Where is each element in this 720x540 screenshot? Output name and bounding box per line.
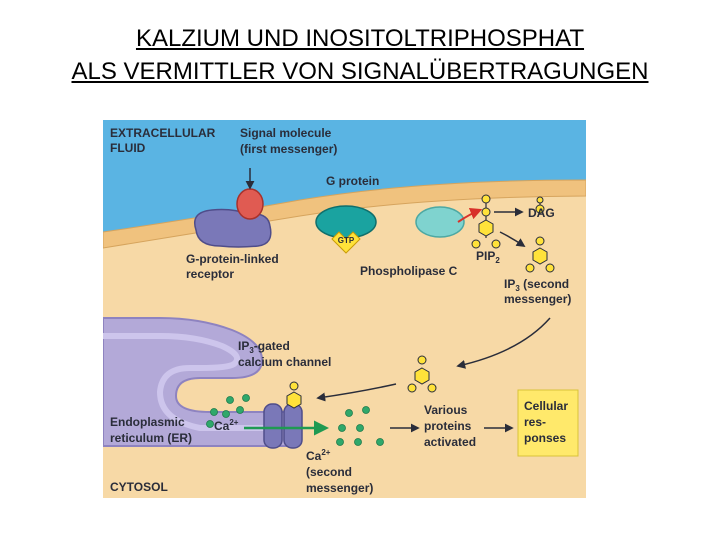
extracellular-region [103, 120, 586, 232]
ip3-diffuse-arrow [456, 317, 551, 369]
title-line-1: KALZIUM UND INOSITOLTRIPHOSPHAT [135, 25, 585, 52]
title-line-2: ALS VERMITTLER VON SIGNALÜBERTRAGUNGEN [71, 58, 649, 85]
cellular-label-1: Cellular [524, 399, 568, 413]
extracellular-label-2: FLUID [110, 141, 146, 155]
various-label-1: Various [424, 403, 468, 417]
signal-label-2: (first messenger) [240, 142, 337, 156]
ip3-bind-arrow [316, 383, 397, 402]
cellular-label-2: res- [524, 415, 546, 429]
ca-ions-er [206, 394, 250, 428]
ip3-molecule-2 [407, 355, 437, 393]
gtp-badge [331, 231, 361, 254]
cellular-label-3: ponses [524, 431, 566, 445]
various-label-2: proteins [424, 419, 472, 433]
phospholipase-label: Phospholipase C [360, 264, 458, 278]
pip2-label: PIP2 [476, 249, 500, 265]
ip3-label-1: IP3 (second [504, 277, 569, 293]
gtp-label: GTP [338, 236, 355, 245]
endoplasmic-reticulum [103, 317, 291, 447]
ca-label-3: messenger) [306, 481, 373, 495]
receptor-label-2: receptor [186, 267, 234, 281]
g-protein-shape [315, 205, 377, 239]
signal-molecule [236, 188, 264, 220]
gated-label-1: IP3-gated [238, 339, 290, 355]
cytosol-label: CYTOSOL [110, 480, 168, 494]
ip3-molecule [525, 236, 555, 273]
cellular-responses-box [517, 389, 579, 457]
g-protein-label: G protein [326, 174, 379, 188]
dag-label: DAG [528, 206, 555, 220]
extracellular-label-1: EXTRACELLULAR [110, 126, 216, 140]
pip2-molecule [471, 194, 501, 249]
signal-label-1: Signal molecule [240, 126, 332, 140]
er-label-2: reticulum (ER) [110, 431, 192, 445]
phospholipase-c-shape [415, 206, 465, 238]
receptor-label-1: G-protein-linked [186, 252, 279, 266]
ca-er-label: Ca2+ [214, 418, 239, 433]
er-label-1: Endoplasmic [110, 415, 185, 429]
ca-ions-cytosol [336, 406, 384, 446]
er-lumen-highlight [103, 333, 270, 431]
various-label-3: activated [424, 435, 476, 449]
activation-arrow [457, 207, 483, 223]
ip3-arrow [499, 231, 526, 247]
ca-label-1: Ca2+ [306, 448, 331, 463]
ca-label-2: (second [306, 465, 352, 479]
ip3-label-2: messenger) [504, 292, 571, 306]
dag-molecule [535, 196, 545, 214]
gated-label-2: calcium channel [238, 355, 331, 369]
calcium-channel [263, 381, 303, 449]
